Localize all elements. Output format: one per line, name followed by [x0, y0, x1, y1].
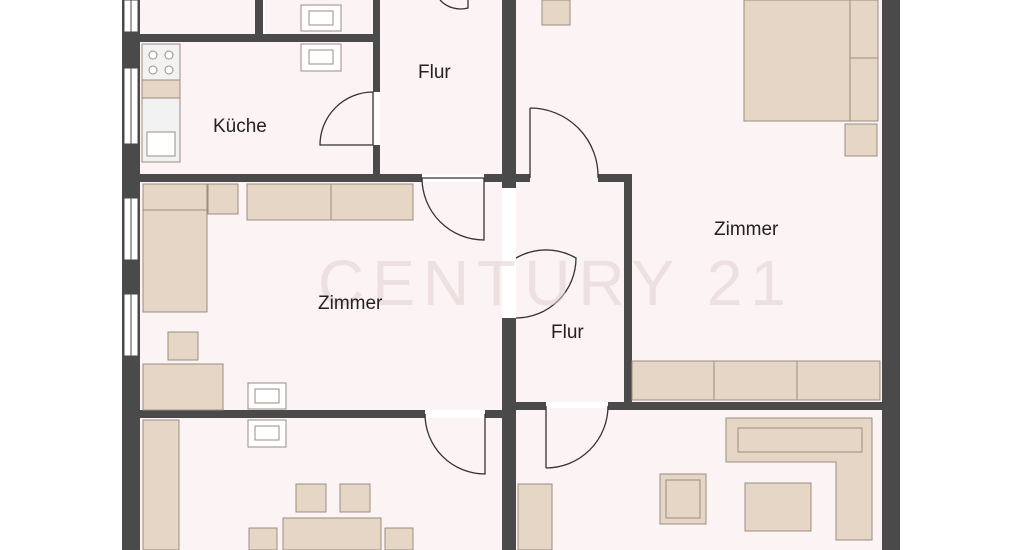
wall-flur-right	[624, 174, 632, 410]
door-zimmer-bottom	[424, 413, 486, 475]
furniture	[141, 0, 881, 550]
wall-living-top-b	[608, 402, 882, 410]
room-label-zimmer-right: Zimmer	[714, 219, 779, 240]
door-top-flur	[439, 0, 469, 10]
wall-zimmer-bottom-a	[140, 410, 425, 418]
wall-center-mid	[502, 318, 516, 416]
dining-chair-2	[339, 483, 371, 513]
shelf-1	[246, 183, 332, 221]
desk-chair	[167, 331, 199, 361]
walls	[122, 0, 900, 550]
windows	[123, 0, 139, 357]
wall-flur-top-a	[516, 174, 530, 182]
door-flur-mid-left	[515, 249, 577, 319]
floor-top-left	[140, 0, 255, 34]
wall-flur-left-b	[373, 145, 380, 181]
door-kueche	[319, 91, 374, 146]
armchair	[659, 473, 707, 525]
desk	[142, 363, 224, 411]
chair-top	[541, 0, 571, 26]
cabinet-bottom-left	[142, 419, 180, 550]
door-flur-top-right	[529, 107, 599, 179]
kitchen-counter	[141, 79, 181, 99]
wardrobe-2	[713, 360, 798, 401]
wall-center-bottom	[502, 408, 516, 550]
shelf-2	[330, 183, 414, 221]
dining-chair-3	[248, 527, 278, 550]
room-label-kueche: Küche	[213, 116, 267, 137]
cabinet-bottom-right	[517, 483, 553, 550]
wall-center-top	[502, 0, 516, 188]
floor-flur-mid	[516, 182, 628, 402]
wall-flur-top-b	[598, 174, 630, 182]
room-label-flur-top: Flur	[418, 62, 451, 83]
wardrobe-3	[796, 360, 881, 401]
wall-kitchen-top	[140, 34, 375, 42]
watermark: CENTURY 21	[318, 247, 794, 319]
wall-flur-left-a	[373, 0, 380, 92]
dining-table	[282, 517, 382, 550]
door-living	[545, 405, 609, 469]
wall-living-top-a	[516, 402, 546, 410]
doors	[319, 0, 609, 475]
wall-top-divider	[255, 0, 263, 34]
wall-outer-right	[882, 0, 900, 550]
coffee-table	[744, 482, 812, 532]
bed	[743, 0, 851, 122]
wall-zimmer-top-a	[140, 174, 422, 182]
wall-zimmer-top-b	[484, 174, 502, 182]
dining-chair-4	[384, 527, 414, 550]
wardrobe-1	[631, 360, 715, 401]
stove	[141, 43, 181, 81]
room-label-flur-mid: Flur	[551, 322, 584, 343]
room-label-zimmer-left: Zimmer	[318, 293, 383, 314]
corner-sofa	[725, 417, 873, 541]
wall-zimmer-bottom-b	[485, 410, 502, 418]
bed-side	[207, 183, 239, 215]
nightstand	[844, 123, 878, 157]
floor-flur-top	[380, 0, 502, 174]
door-zimmer-left	[421, 177, 485, 241]
dining-chair-1	[295, 483, 327, 513]
